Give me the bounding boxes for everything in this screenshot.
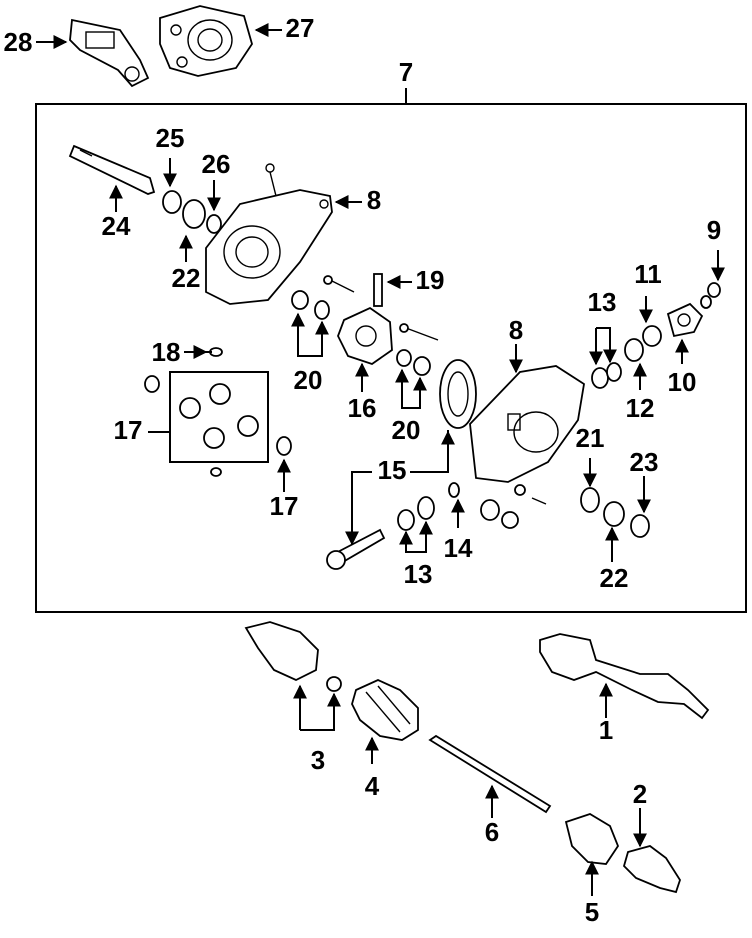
washer-17-right xyxy=(276,436,292,456)
callout-24: 24 xyxy=(102,211,131,241)
washer-small xyxy=(210,467,222,477)
callout-19: 19 xyxy=(416,265,445,295)
callout-10: 10 xyxy=(668,367,697,397)
part-1-axle-shaft xyxy=(539,633,710,720)
part-27-housing xyxy=(159,5,253,77)
part-26-ring xyxy=(206,214,222,234)
callout-13-lower: 13 xyxy=(404,559,433,589)
callout-3: 3 xyxy=(311,745,325,775)
part-15-ring-gear xyxy=(439,359,477,429)
callout-7: 7 xyxy=(399,57,413,87)
oring-lower xyxy=(480,499,500,521)
part-2-cv-joint xyxy=(622,845,681,894)
part-13-bearing-b xyxy=(606,362,622,382)
part-12-seal xyxy=(624,338,644,362)
part-17-gear-box xyxy=(169,371,269,463)
callout-5: 5 xyxy=(585,897,599,927)
part-17-gears xyxy=(179,383,259,449)
assembly-frame xyxy=(35,103,747,613)
bolt-mid xyxy=(399,323,439,341)
callout-25: 25 xyxy=(156,123,185,153)
callout-18: 18 xyxy=(152,337,181,367)
callout-28: 28 xyxy=(4,27,33,57)
callout-9: 9 xyxy=(707,215,721,245)
part-13-bearing-c xyxy=(397,509,415,531)
callout-8-main: 8 xyxy=(509,315,523,345)
part-10-flange xyxy=(666,302,704,338)
callout-15: 15 xyxy=(378,455,407,485)
part-9-nut xyxy=(707,282,721,298)
part-23-seal xyxy=(630,514,650,538)
part-4-boot xyxy=(351,679,419,741)
callout-22-upper: 22 xyxy=(172,263,201,293)
part-3-joint xyxy=(244,621,342,692)
callout-22-lower: 22 xyxy=(600,563,629,593)
callout-20-left: 20 xyxy=(294,365,323,395)
callout-13-upper: 13 xyxy=(588,287,617,317)
part-19-pin xyxy=(373,273,383,307)
part-5-boot xyxy=(564,813,620,865)
part-25-seal xyxy=(162,190,182,214)
callout-17-right: 17 xyxy=(270,491,299,521)
callout-17-left: 17 xyxy=(114,415,143,445)
part-21-bearing xyxy=(580,487,600,513)
part-8-cover-upper xyxy=(205,163,333,305)
part-22-bearing xyxy=(182,199,206,229)
callout-6: 6 xyxy=(485,817,499,847)
callout-4: 4 xyxy=(365,771,380,801)
part-20-ring-a xyxy=(291,290,309,310)
callout-26: 26 xyxy=(202,149,231,179)
callout-23: 23 xyxy=(630,447,659,477)
part-14-spacer xyxy=(448,482,460,498)
part-20-ring-d xyxy=(413,356,431,376)
part-20-ring-c xyxy=(396,349,412,367)
callout-12: 12 xyxy=(626,393,655,423)
callout-14: 14 xyxy=(444,533,473,563)
washer-right xyxy=(700,295,712,309)
callout-11: 11 xyxy=(634,259,662,289)
callout-2: 2 xyxy=(633,779,647,809)
callout-1: 1 xyxy=(599,715,613,745)
part-16-diff-case xyxy=(337,306,393,365)
part-28-bracket xyxy=(69,18,150,88)
callout-27: 27 xyxy=(286,13,315,43)
part-11-ring xyxy=(642,325,662,347)
callout-16: 16 xyxy=(348,393,377,423)
part-8-housing-main xyxy=(469,365,585,483)
part-13-bearing-a xyxy=(591,367,609,389)
leaders xyxy=(36,23,725,896)
nut-lower xyxy=(501,511,519,529)
part-6-shaft xyxy=(428,734,552,814)
callout-8-upper: 8 xyxy=(367,185,381,215)
callout-21: 21 xyxy=(576,423,605,453)
bolt-lower xyxy=(531,497,547,505)
washer-17-left xyxy=(144,375,160,393)
bolt-upper xyxy=(323,275,355,293)
plug-lower xyxy=(514,484,526,496)
callout-20-right: 20 xyxy=(392,415,421,445)
part-24-shaft xyxy=(68,144,156,195)
part-20-ring-b xyxy=(314,300,330,320)
part-13-bearing-d xyxy=(417,496,435,520)
part-22-bearing-lower xyxy=(603,501,625,527)
part-15-pinion xyxy=(326,528,386,570)
